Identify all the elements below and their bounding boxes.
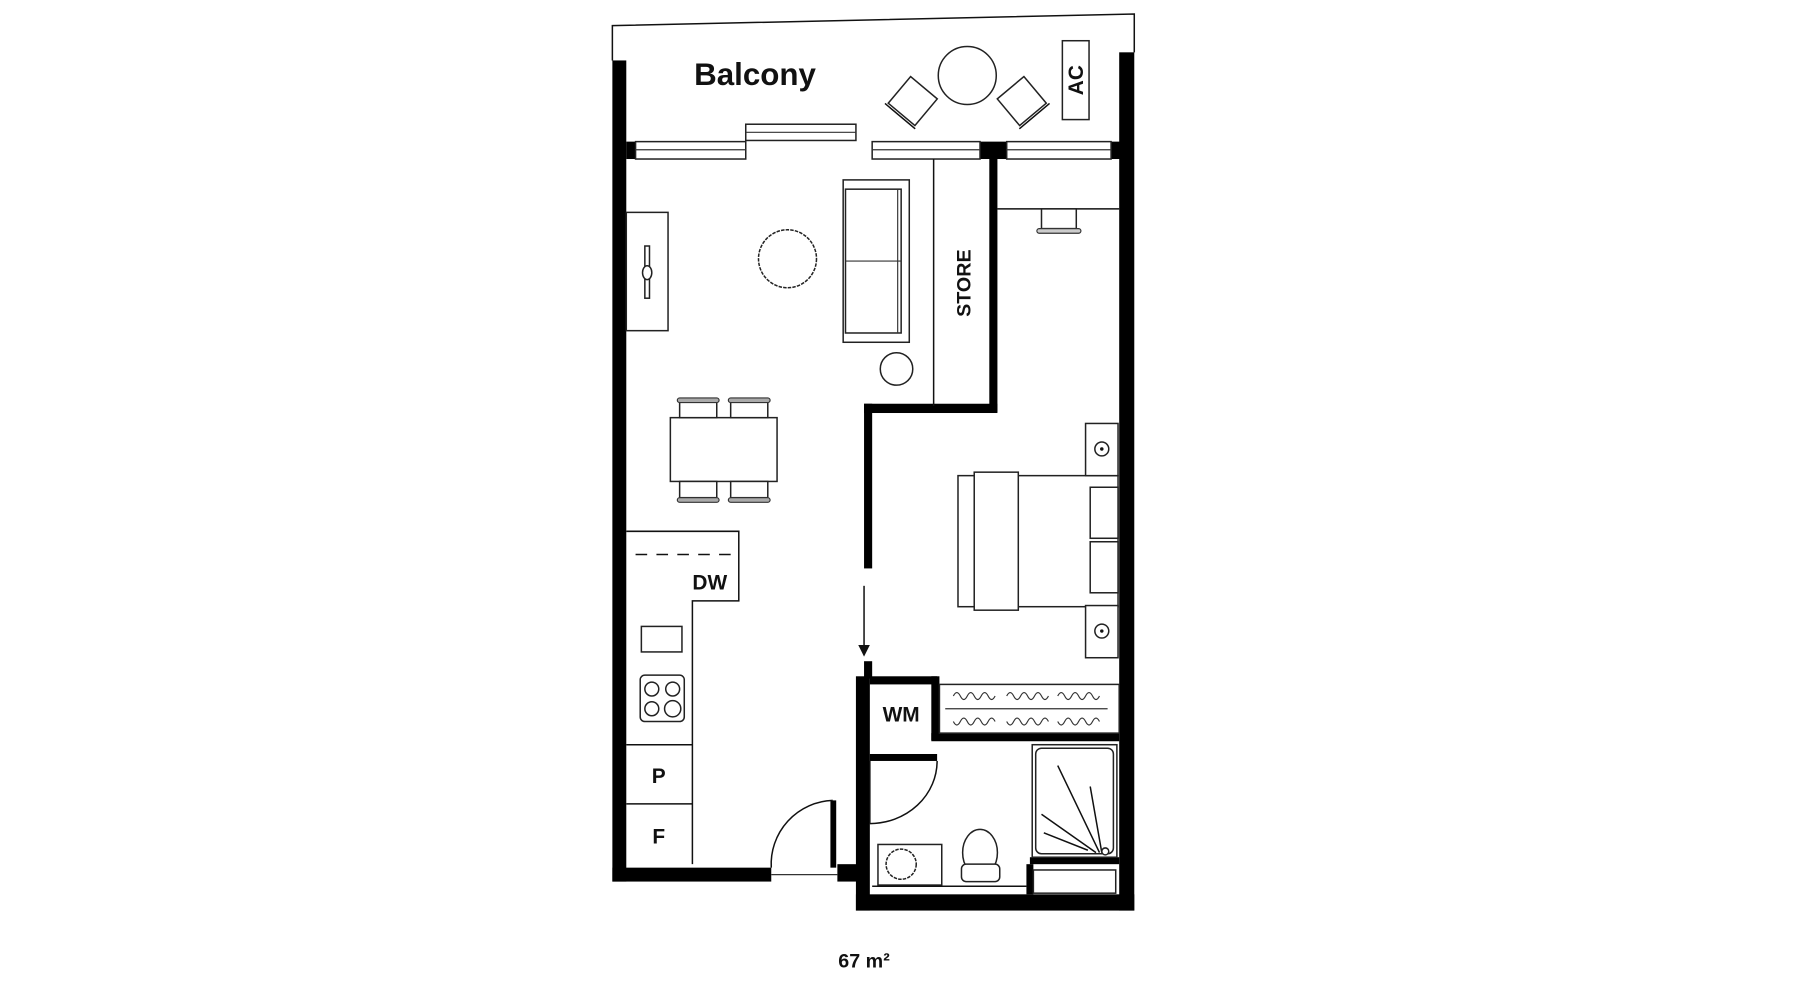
fridge-label: F (652, 825, 665, 848)
balcony-chair (996, 75, 1051, 130)
area-label: 67 m² (838, 950, 890, 972)
balcony-label: Balcony (694, 57, 816, 92)
shower (1031, 743, 1118, 858)
toilet (960, 828, 1001, 883)
wardrobe (938, 683, 1120, 734)
balcony-windows (634, 123, 1112, 160)
balcony-outline (611, 13, 1136, 61)
balcony-table (937, 45, 998, 106)
dishwasher-label: DW (692, 571, 727, 594)
bed (957, 471, 1119, 611)
sink (640, 625, 683, 653)
entry-door (770, 799, 838, 876)
walls (612, 52, 1135, 911)
bedside-table (1084, 422, 1119, 477)
desk-chair (1036, 208, 1082, 234)
side-table (879, 351, 914, 386)
balcony-chair (884, 75, 939, 130)
bathroom-door (869, 760, 938, 825)
cooktop (639, 674, 686, 723)
pantry-label: P (652, 765, 666, 788)
ac-unit (1061, 39, 1090, 121)
vanity (877, 843, 943, 886)
ac-label: AC (1065, 65, 1088, 95)
coffee-table (757, 229, 818, 289)
bedside-table (1084, 604, 1119, 659)
kitchen-counter (626, 530, 740, 865)
sofa (842, 179, 911, 344)
washing-machine-label: WM (883, 704, 920, 727)
store-label: STORE (954, 249, 976, 317)
sliding-door-arrow (858, 585, 870, 657)
dining-table (669, 397, 778, 503)
